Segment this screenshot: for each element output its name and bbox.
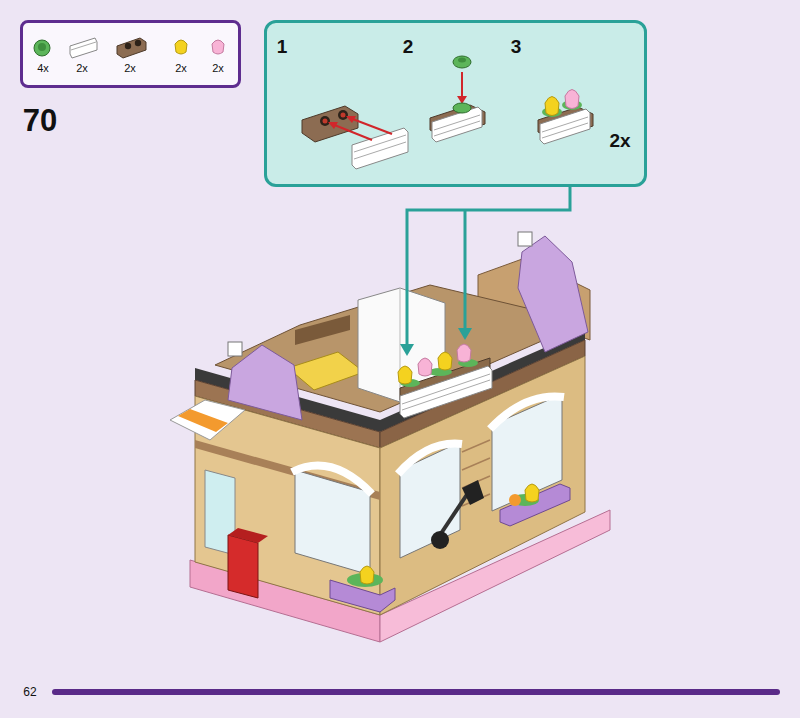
- substep-number: 1: [277, 37, 288, 56]
- part-quantity: 2x: [124, 63, 136, 74]
- parts-panel-fill: [21, 21, 240, 87]
- house-model: [170, 232, 610, 642]
- leader-arrowhead: [458, 328, 472, 340]
- substep-number: 3: [511, 37, 522, 56]
- substep-number: 2x: [609, 131, 630, 150]
- substep-2-art: [430, 56, 485, 142]
- part-quantity: 4x: [37, 63, 49, 74]
- page-number: 62: [23, 686, 36, 698]
- substep-1-art: [302, 106, 408, 169]
- substep-3-art: [538, 90, 593, 145]
- substep-number: 2: [403, 37, 414, 56]
- parts-icons: [34, 38, 224, 58]
- callout-leader: [407, 187, 570, 346]
- callout-panel-fill: [265, 21, 646, 186]
- step-number: 70: [23, 105, 57, 136]
- part-quantity: 2x: [76, 63, 88, 74]
- parts-list-box: 4x 2x 2x 2x 2x: [20, 20, 241, 88]
- part-quantity: 2x: [175, 63, 187, 74]
- part-quantity: 2x: [212, 63, 224, 74]
- substep-callout: 1 2 3 2x: [264, 20, 647, 187]
- page-bar: [52, 689, 780, 695]
- leader-arrowhead: [400, 344, 414, 356]
